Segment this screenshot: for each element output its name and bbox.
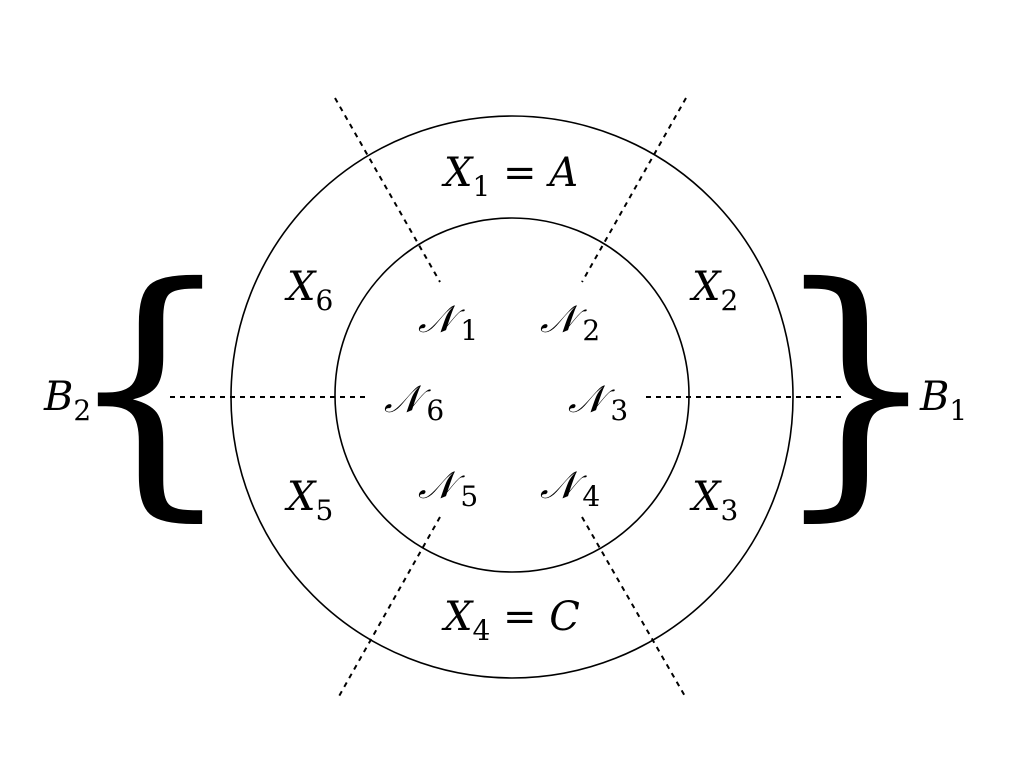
label-x1: X1 = A	[441, 150, 578, 203]
divider-upper-right	[581, 97, 687, 283]
label-x5: X5	[284, 474, 333, 527]
label-b2: B2	[43, 374, 91, 427]
label-b1: B1	[919, 374, 967, 427]
label-x3: X3	[689, 474, 738, 527]
divider-lower-left	[337, 516, 441, 699]
inner-circle	[334, 217, 690, 573]
label-x4: X4 = C	[441, 594, 580, 647]
label-x6: X6	[284, 264, 333, 317]
divider-upper-left	[334, 97, 441, 283]
label-x2: X2	[689, 264, 738, 317]
right-brace: }	[770, 229, 942, 544]
left-brace: {	[64, 229, 236, 544]
divider-lower-right	[581, 516, 687, 699]
